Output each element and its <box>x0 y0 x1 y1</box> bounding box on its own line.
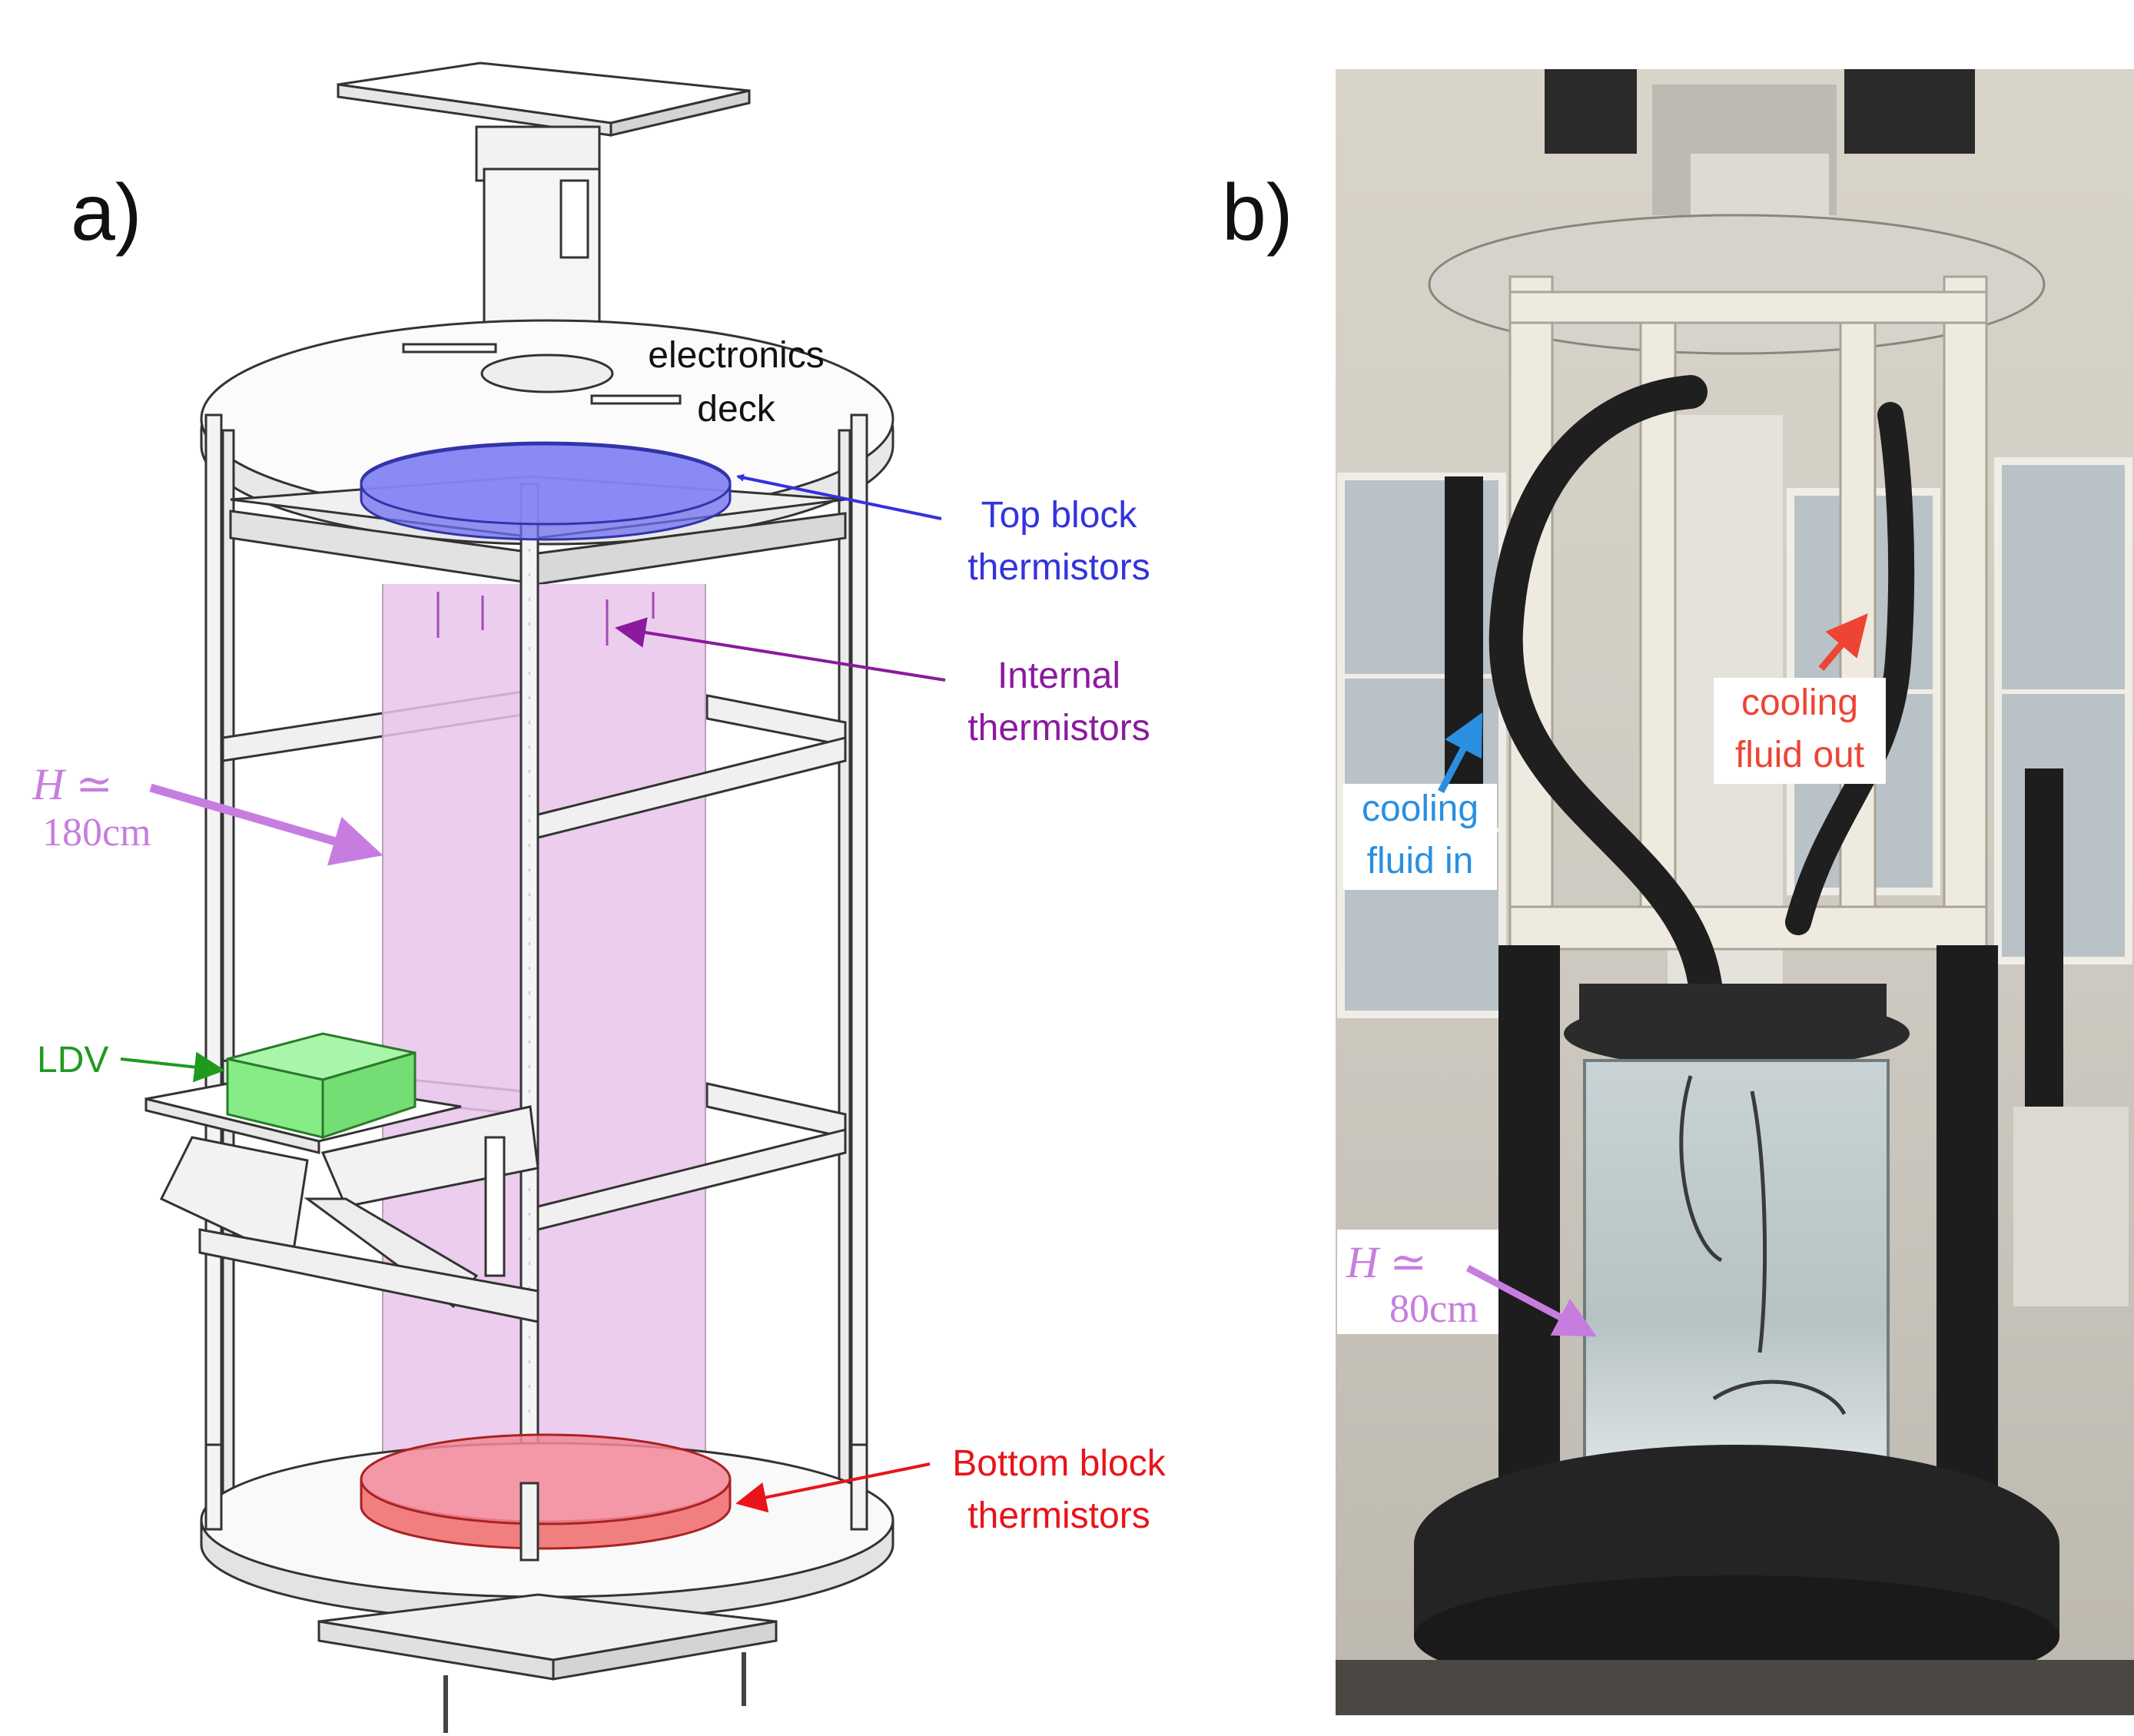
cooling-in-line2: fluid in <box>1367 841 1474 881</box>
cooling-out-arrow <box>1818 613 1868 671</box>
height-label-a-val: 180cm <box>42 811 151 855</box>
top-block-label-line2: thermistors <box>967 547 1150 588</box>
ldv-box <box>226 1032 417 1140</box>
panel-b-letter: b) <box>1222 168 1293 257</box>
bottom-block-arrow <box>735 1462 931 1513</box>
panel-b: b) <box>1222 69 2134 1715</box>
height-arrow-a <box>149 783 383 866</box>
internal-label-line1: Internal <box>997 656 1120 696</box>
height-label-b-val: 80cm <box>1389 1287 1479 1331</box>
cooling-out-line2: fluid out <box>1735 735 1864 775</box>
top-block-label-line1: Top block <box>981 495 1138 536</box>
bottom-block-label-line1: Bottom block <box>952 1443 1166 1484</box>
frame-post-left <box>204 413 223 1531</box>
height-label-a-var: H ≃ <box>32 759 113 809</box>
ldv-arrow <box>120 1051 225 1083</box>
panel-a-letter: a) <box>71 168 141 257</box>
fluid-column <box>382 584 706 1525</box>
deck-label-line2: deck <box>697 389 775 430</box>
panel-a: a) <box>32 61 1167 1733</box>
deck-label-line1: electronics <box>648 335 824 376</box>
bottom-block-label-line2: thermistors <box>967 1495 1150 1536</box>
in-label-bg <box>1343 784 1497 890</box>
height-b-label-bg <box>1337 1230 1498 1334</box>
height-label-b-var: H ≃ <box>1346 1237 1427 1287</box>
top-block-arrow <box>736 473 942 520</box>
ldv-assembly <box>144 1032 539 1323</box>
top-block <box>360 441 732 541</box>
ldv-label: LDV <box>37 1040 108 1080</box>
bottom-block <box>360 1433 732 1550</box>
height-arrow-b <box>1465 1265 1597 1337</box>
internal-label-line2: thermistors <box>967 708 1150 749</box>
internal-arrow <box>615 617 946 682</box>
cooling-out-line1: cooling <box>1741 682 1858 723</box>
photo <box>1336 69 2134 1715</box>
out-label-bg <box>1714 678 1886 784</box>
cooling-in-line1: cooling <box>1362 788 1479 829</box>
cooling-in-arrow <box>1438 712 1483 794</box>
frame-post-right <box>850 413 868 1523</box>
tank <box>1583 1059 1890 1492</box>
